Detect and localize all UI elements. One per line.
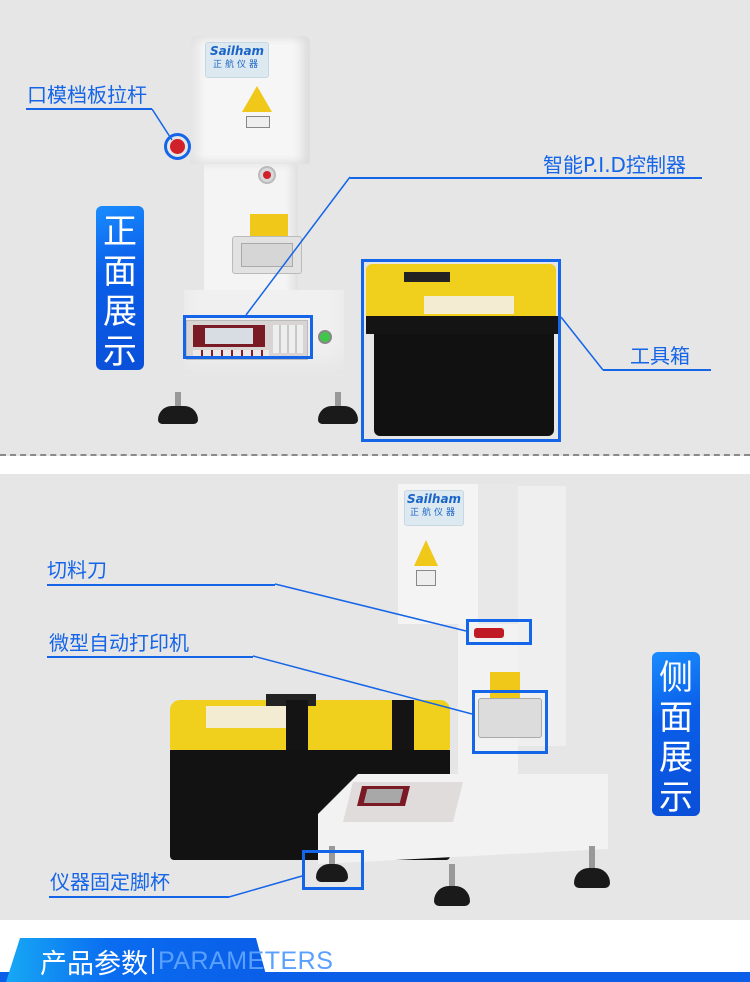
parameters-heading: 产品参数 PARAMETERS — [40, 943, 334, 980]
warning-icon — [242, 86, 272, 112]
lcd-screen — [357, 786, 410, 806]
printer-front — [232, 236, 302, 274]
badge-char: 面 — [103, 252, 137, 292]
brand-logo: Sailham 正航仪器 — [205, 42, 269, 78]
brand-logo: Sailham 正航仪器 — [404, 490, 464, 526]
pid-controller-highlight — [183, 315, 313, 359]
callout-toolbox: 工具箱 — [630, 344, 690, 368]
callout-cutter: 切料刀 — [47, 558, 107, 582]
melt-flow-tester-front-image: Sailham 正航仪器 — [150, 30, 360, 440]
leveling-foot — [574, 846, 610, 890]
pid-control-panel — [186, 320, 308, 360]
keypad — [273, 325, 303, 353]
melt-flow-tester-side-image: Sailham 正航仪器 — [318, 484, 618, 920]
parameters-tab-background — [6, 938, 268, 982]
leveling-foot — [158, 392, 198, 426]
parameters-title-en: PARAMETERS — [158, 946, 334, 975]
side-view-badge: 侧 面 展 示 — [652, 652, 700, 818]
lcd-screen — [193, 325, 265, 347]
brand-logo-en: Sailham — [209, 44, 265, 58]
callout-leveling-foot: 仪器固定脚杯 — [50, 870, 170, 894]
parameters-title-cn: 产品参数 — [40, 948, 148, 980]
badge-char: 展 — [659, 738, 693, 778]
callout-underline — [47, 584, 275, 586]
callout-underline — [603, 369, 711, 371]
section-divider — [0, 454, 750, 456]
cutter-highlight — [466, 619, 532, 645]
leveling-foot — [434, 864, 470, 908]
control-panel-side — [343, 782, 463, 822]
badge-char: 面 — [659, 698, 693, 738]
callout-underline — [350, 177, 702, 179]
side-view-panel: Sailham 正航仪器 侧 面 展 示 切料刀 微型自动打印机 仪器固定脚杯 — [0, 474, 750, 920]
warning-icon — [414, 540, 438, 566]
badge-char: 示 — [659, 778, 693, 818]
front-view-badge: 正 面 展 示 — [96, 206, 144, 372]
leveling-foot-highlight — [302, 850, 364, 890]
brand-logo-cn: 正航仪器 — [409, 508, 458, 518]
callout-die-baffle-lever: 口模档板拉杆 — [27, 83, 147, 107]
toolbox-highlight — [361, 259, 561, 442]
badge-char: 示 — [103, 332, 137, 372]
power-switch-icon — [318, 330, 332, 344]
badge-char: 侧 — [659, 658, 693, 698]
badge-char: 正 — [103, 212, 137, 252]
leveling-foot — [318, 392, 358, 426]
callout-underline — [49, 896, 229, 898]
title-separator — [152, 948, 154, 974]
front-view-panel: Sailham 正航仪器 正 面 展 示 — [0, 0, 750, 456]
badge-char: 展 — [103, 292, 137, 332]
brand-logo-en: Sailham — [406, 492, 462, 506]
callout-micro-printer: 微型自动打印机 — [49, 631, 189, 655]
toolbox-image — [364, 262, 560, 438]
die-baffle-lever-marker — [164, 133, 191, 160]
callout-pid-controller: 智能P.I.D控制器 — [543, 153, 686, 177]
printer-side — [478, 698, 542, 738]
cutter-blade — [474, 628, 504, 638]
parameters-underline-bar — [0, 972, 750, 982]
die-holder — [258, 166, 276, 184]
micro-printer-highlight — [472, 690, 548, 754]
callout-underline — [26, 108, 152, 110]
leveling-foot — [316, 846, 348, 884]
caution-label — [250, 214, 288, 238]
callout-underline — [47, 656, 253, 658]
brand-logo-cn: 正航仪器 — [212, 60, 261, 70]
caution-label — [490, 672, 520, 698]
